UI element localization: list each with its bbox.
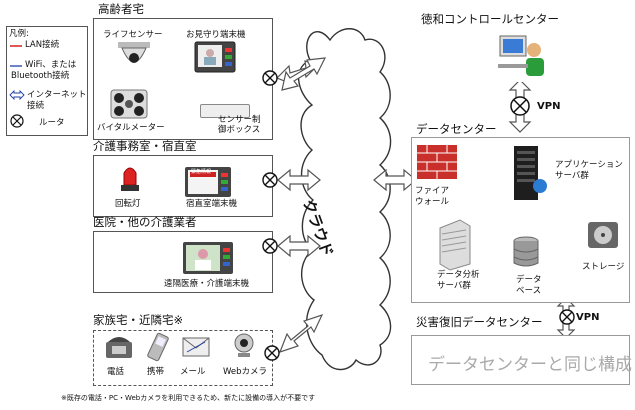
arrow-office-cloud <box>277 168 321 192</box>
dr-center-body: データセンターと同じ構成 <box>428 355 632 375</box>
sensor-box-label-1: センサー制 <box>218 115 261 125</box>
mobile-label: 携帯 <box>147 367 165 377</box>
elderly-home-box <box>93 18 273 140</box>
database-label-2: ベース <box>516 286 542 296</box>
router-icon <box>262 238 278 254</box>
storage-icon <box>588 222 618 248</box>
rotating-light-label: 回転灯 <box>115 199 141 209</box>
legend-internet-2: 接続 <box>27 101 45 111</box>
night-terminal-label: 宿直室端末機 <box>186 199 238 209</box>
phone-icon <box>106 337 132 358</box>
analysis-servers-label-1: データ分析 <box>437 270 480 280</box>
watch-terminal-label: お見守り端末機 <box>186 30 246 40</box>
data-center-title: データセンター <box>416 122 497 136</box>
vpn-label-dr: VPN <box>576 312 600 323</box>
app-servers-label-2: サーバ群 <box>555 171 589 181</box>
vital-meter-icon <box>110 89 148 119</box>
family-title: 家族宅・近隣宅※ <box>93 313 184 327</box>
router-icon <box>262 70 278 86</box>
mail-label: メール <box>180 367 206 377</box>
night-terminal-icon <box>185 167 231 197</box>
router-icon <box>264 345 280 361</box>
life-sensor-label: ライフセンサー <box>103 30 163 40</box>
hospital-box <box>93 231 273 293</box>
firewall-label-2: ウォール <box>415 197 450 207</box>
hospital-title: 医院・他の介護業者 <box>93 215 197 229</box>
phone-label: 電話 <box>107 367 125 377</box>
mail-icon <box>182 337 210 357</box>
mobile-phone-icon <box>147 332 169 362</box>
sensor-box-label-2: 御ボックス <box>218 125 261 135</box>
analysis-server-icon <box>439 219 471 271</box>
analysis-servers-label-2: サーバ群 <box>437 281 471 291</box>
vital-meter-label: バイタルメーター <box>97 123 165 133</box>
webcam-label: Webカメラ <box>223 367 268 377</box>
router-icon <box>510 96 530 116</box>
database-label-1: データ <box>516 275 542 285</box>
arrow-hospital-cloud <box>277 234 321 258</box>
router-icon <box>10 114 24 128</box>
elderly-home-title: 高齢者宅 <box>98 2 144 16</box>
dr-center-box <box>411 335 630 385</box>
legend-wifi-2: Bluetooth接続 <box>11 71 70 81</box>
remote-terminal-icon <box>183 242 233 274</box>
operator-workstation-icon <box>498 35 544 76</box>
sensor-control-box-icon <box>200 104 250 118</box>
firewall-label-1: ファイア <box>415 186 450 196</box>
storage-label: ストレージ <box>582 262 625 272</box>
database-icon <box>513 236 539 267</box>
rotating-light-icon <box>121 167 139 191</box>
life-sensor-icon <box>118 42 150 63</box>
watch-terminal-icon <box>194 41 236 73</box>
cloud-shape <box>297 28 392 371</box>
family-note: ※既存の電話・PC・Webカメラを利用できるため、新たに設備の導入が不要です <box>61 394 316 402</box>
night-terminal-screen-label: 緊急情報 <box>191 169 212 175</box>
application-server-icon <box>514 146 547 200</box>
legend-title: 凡例: <box>9 29 29 39</box>
control-center-title: 徳和コントロールセンター <box>421 12 559 26</box>
care-office-title: 介護事務室・宿直室 <box>93 139 197 153</box>
router-icon <box>262 172 278 188</box>
legend-internet-1: インターネット <box>27 90 87 100</box>
vpn-label-control: VPN <box>537 101 561 112</box>
app-servers-label-1: アプリケーション <box>555 160 623 170</box>
firewall-icon <box>417 145 457 179</box>
router-icon <box>559 309 575 325</box>
legend-lan: LAN接続 <box>25 40 60 50</box>
dr-center-title: 災害復旧データセンター <box>416 315 543 329</box>
arrow-family-cloud <box>278 313 324 353</box>
legend-box: 凡例: LAN接続 WiFi、または Bluetooth接続 インターネット 接… <box>6 26 88 136</box>
legend-router: ルータ <box>39 118 65 128</box>
legend-wifi-1: WiFi、または <box>25 60 77 70</box>
remote-terminal-label: 遠隔医療・介護端末機 <box>164 279 250 289</box>
webcam-icon <box>234 333 254 357</box>
